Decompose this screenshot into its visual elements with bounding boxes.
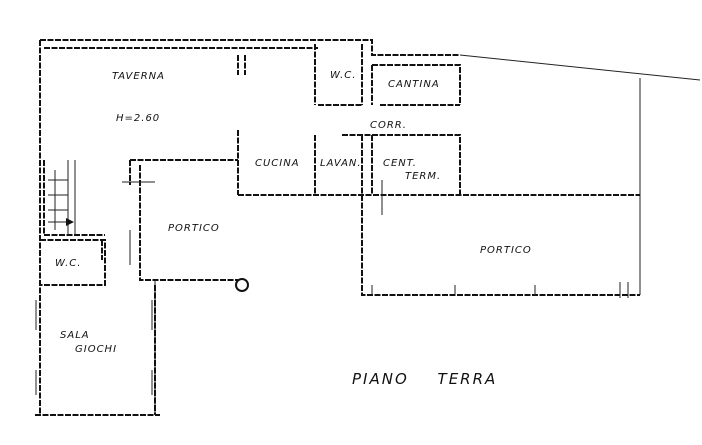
- column-icon: [235, 278, 249, 292]
- label-portico-left: PORTICO: [168, 223, 220, 234]
- label-taverna: TAVERNA: [112, 71, 165, 82]
- room-labels: TAVERNA H=2.60 W.C. CANTINA CORR. CUCINA…: [55, 70, 532, 355]
- label-cantina: CANTINA: [388, 79, 440, 90]
- plan-title: PIANO TERRA: [352, 370, 497, 388]
- label-wc-upper: W.C.: [330, 70, 356, 81]
- label-cucina: CUCINA: [255, 158, 300, 169]
- label-sala: SALA: [60, 330, 90, 341]
- label-centrale-2: TERM.: [405, 171, 441, 182]
- label-lavanderia: LAVAN.: [320, 158, 362, 169]
- label-giochi: GIOCHI: [75, 344, 117, 355]
- label-portico-right: PORTICO: [480, 245, 532, 256]
- label-wc-lower: W.C.: [55, 258, 81, 269]
- label-height: H=2.60: [116, 113, 160, 124]
- label-centrale-1: CENT.: [383, 158, 417, 169]
- label-corridor: CORR.: [370, 120, 407, 131]
- walls: [35, 39, 701, 416]
